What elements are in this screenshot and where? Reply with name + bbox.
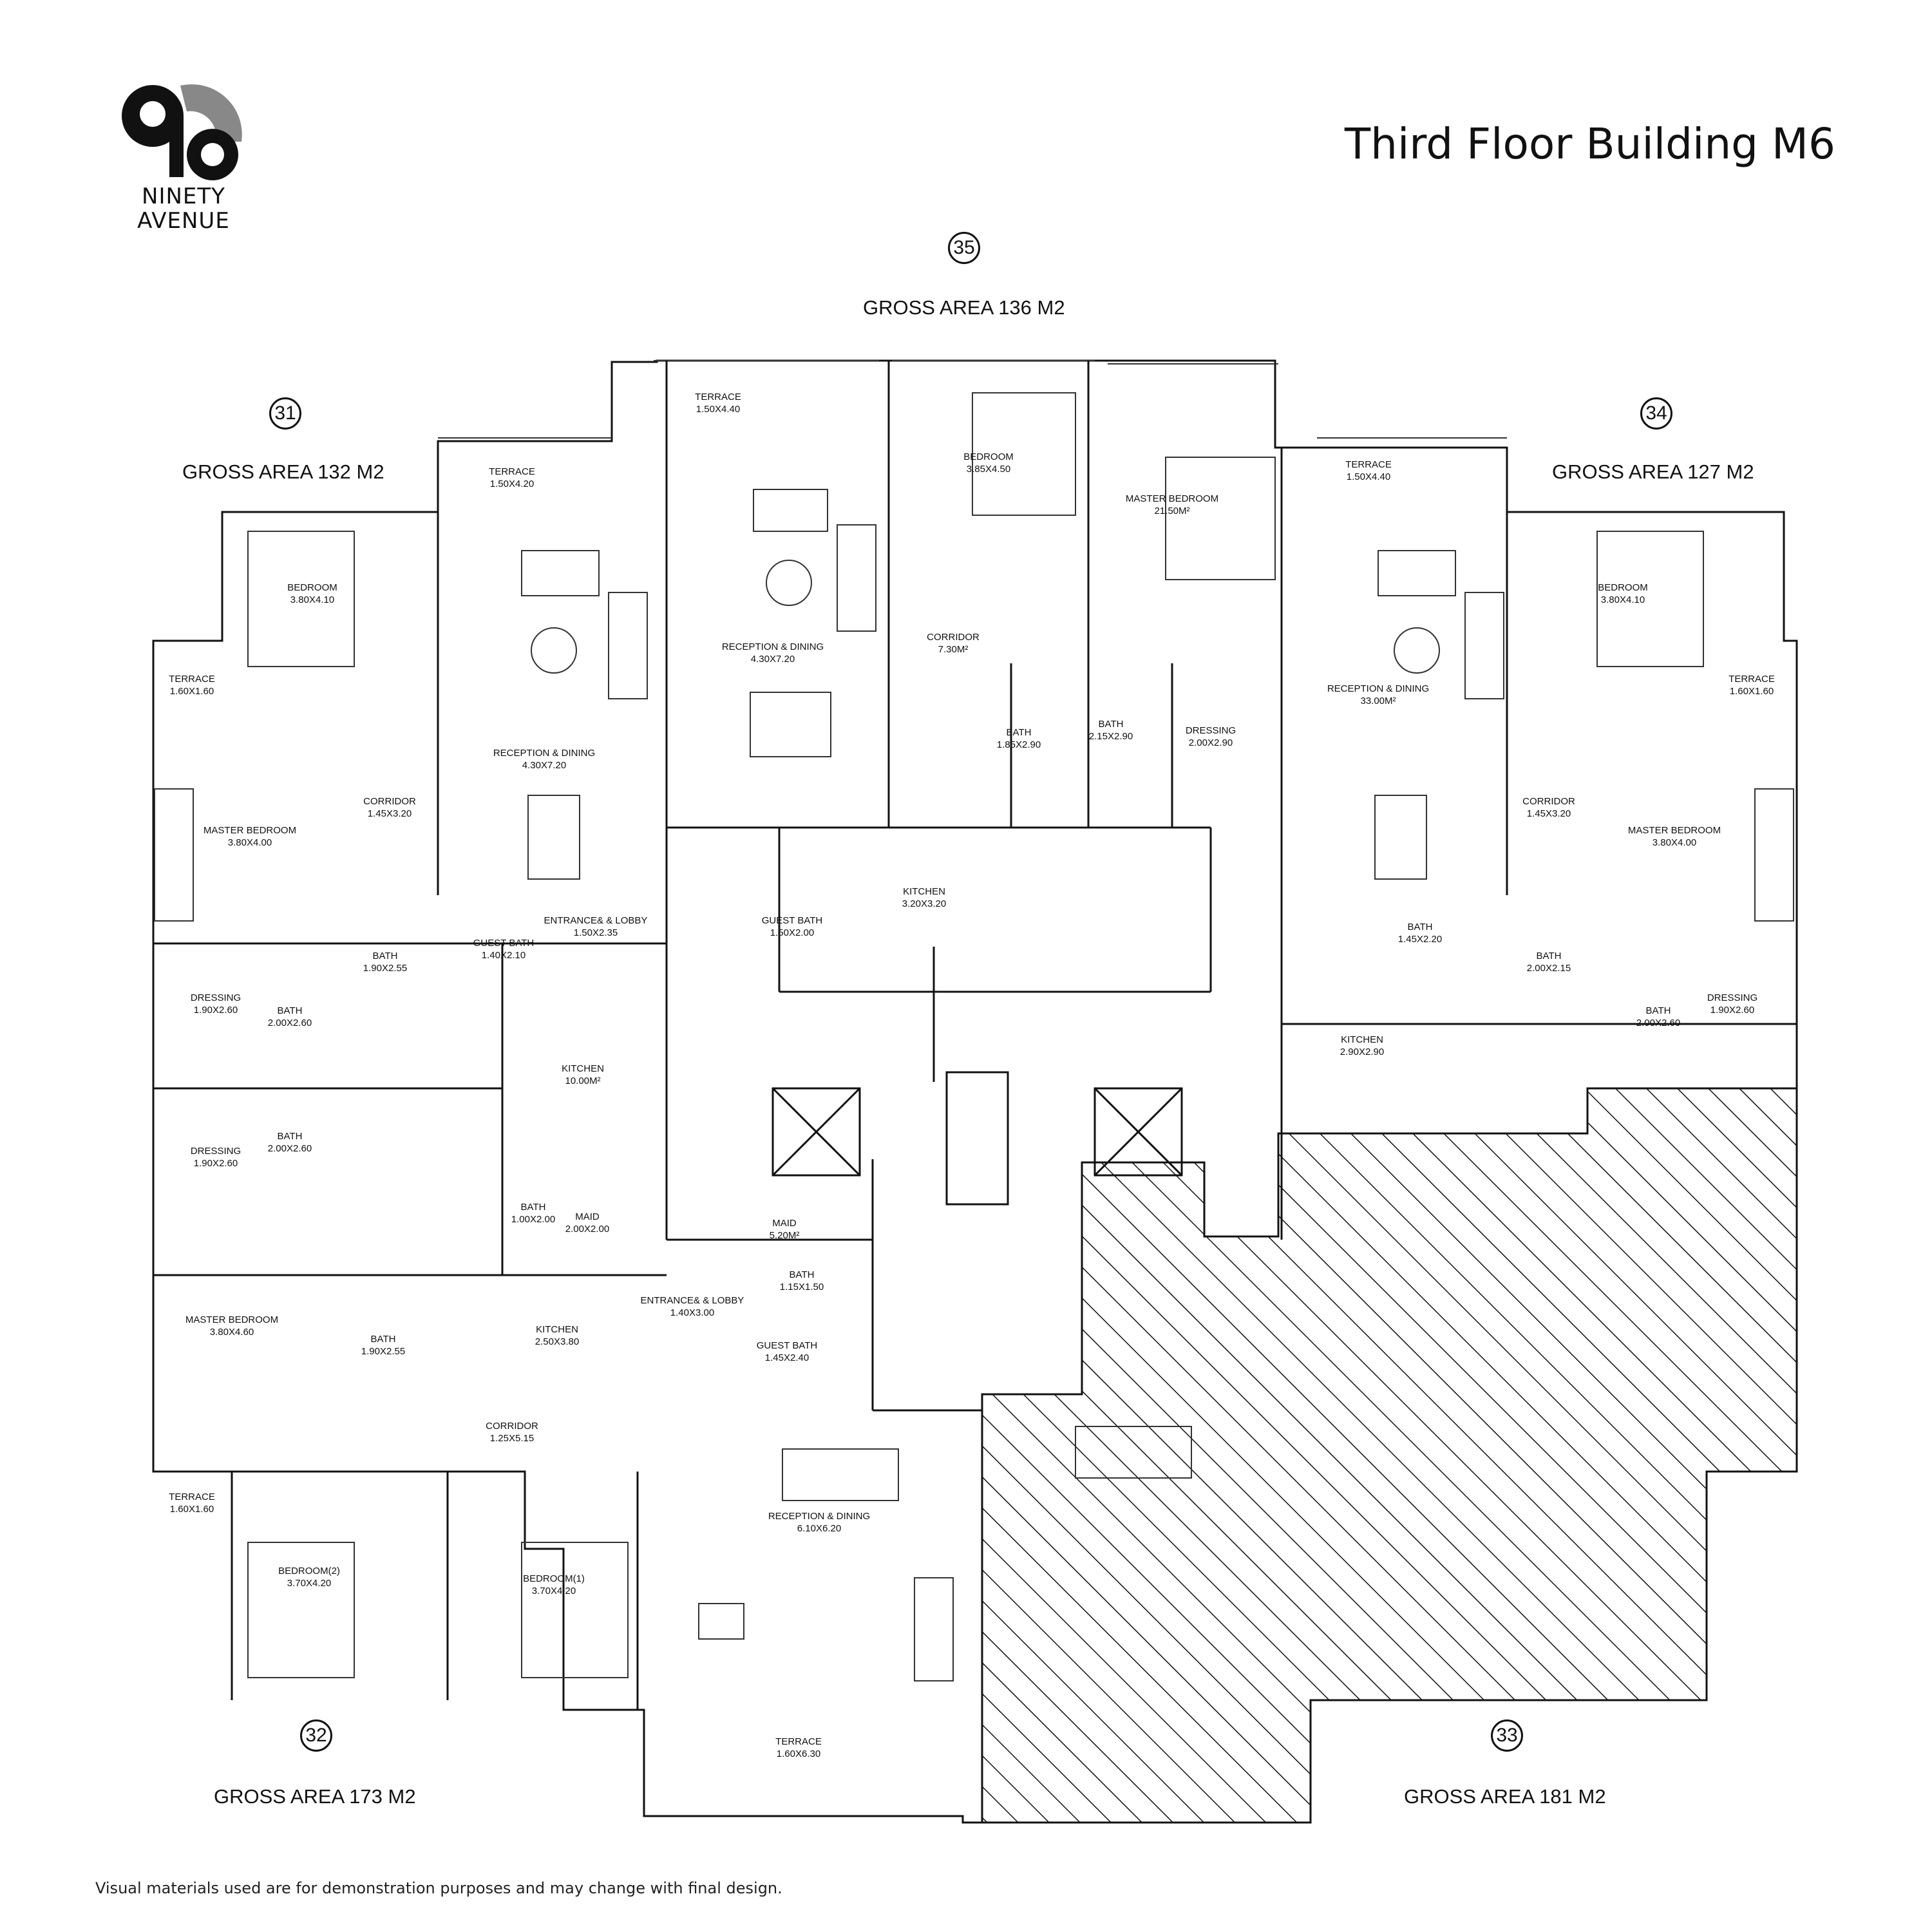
ninety-avenue-logo: NINETY AVENUE (113, 80, 254, 242)
unit-number-35: 35 (948, 232, 980, 264)
page-title: Third Floor Building M6 (1344, 119, 1835, 169)
terrace-rail (654, 360, 1278, 365)
interior-walls (153, 361, 1797, 1823)
disclaimer: Visual materials used are for demonstrat… (95, 1879, 782, 1897)
room-label: BEDROOM(1)3.70X4.20 (523, 1573, 585, 1596)
building-outline (152, 359, 1798, 1824)
logo-text-line1: NINETY (142, 184, 225, 209)
furniture (154, 392, 1794, 1681)
gross-area-34: GROSS AREA 127 M2 (1552, 460, 1754, 483)
gross-area-31: GROSS AREA 132 M2 (182, 460, 384, 483)
elevator-cores (772, 1071, 1183, 1206)
unit-number-32: 32 (300, 1719, 332, 1752)
gross-area-35: GROSS AREA 136 M2 (863, 296, 1065, 319)
unit-number-34: 34 (1640, 397, 1672, 430)
unit-number-31: 31 (269, 397, 301, 430)
room-label: BEDROOM(2)3.70X4.20 (278, 1566, 340, 1589)
unit-33-hatch (981, 1087, 1798, 1824)
unit-number-33: 33 (1491, 1719, 1523, 1752)
logo-mark-icon (122, 84, 242, 180)
logo-text-line2: AVENUE (137, 208, 230, 234)
gross-area-32: GROSS AREA 173 M2 (214, 1785, 416, 1808)
gross-area-33: GROSS AREA 181 M2 (1404, 1785, 1606, 1808)
